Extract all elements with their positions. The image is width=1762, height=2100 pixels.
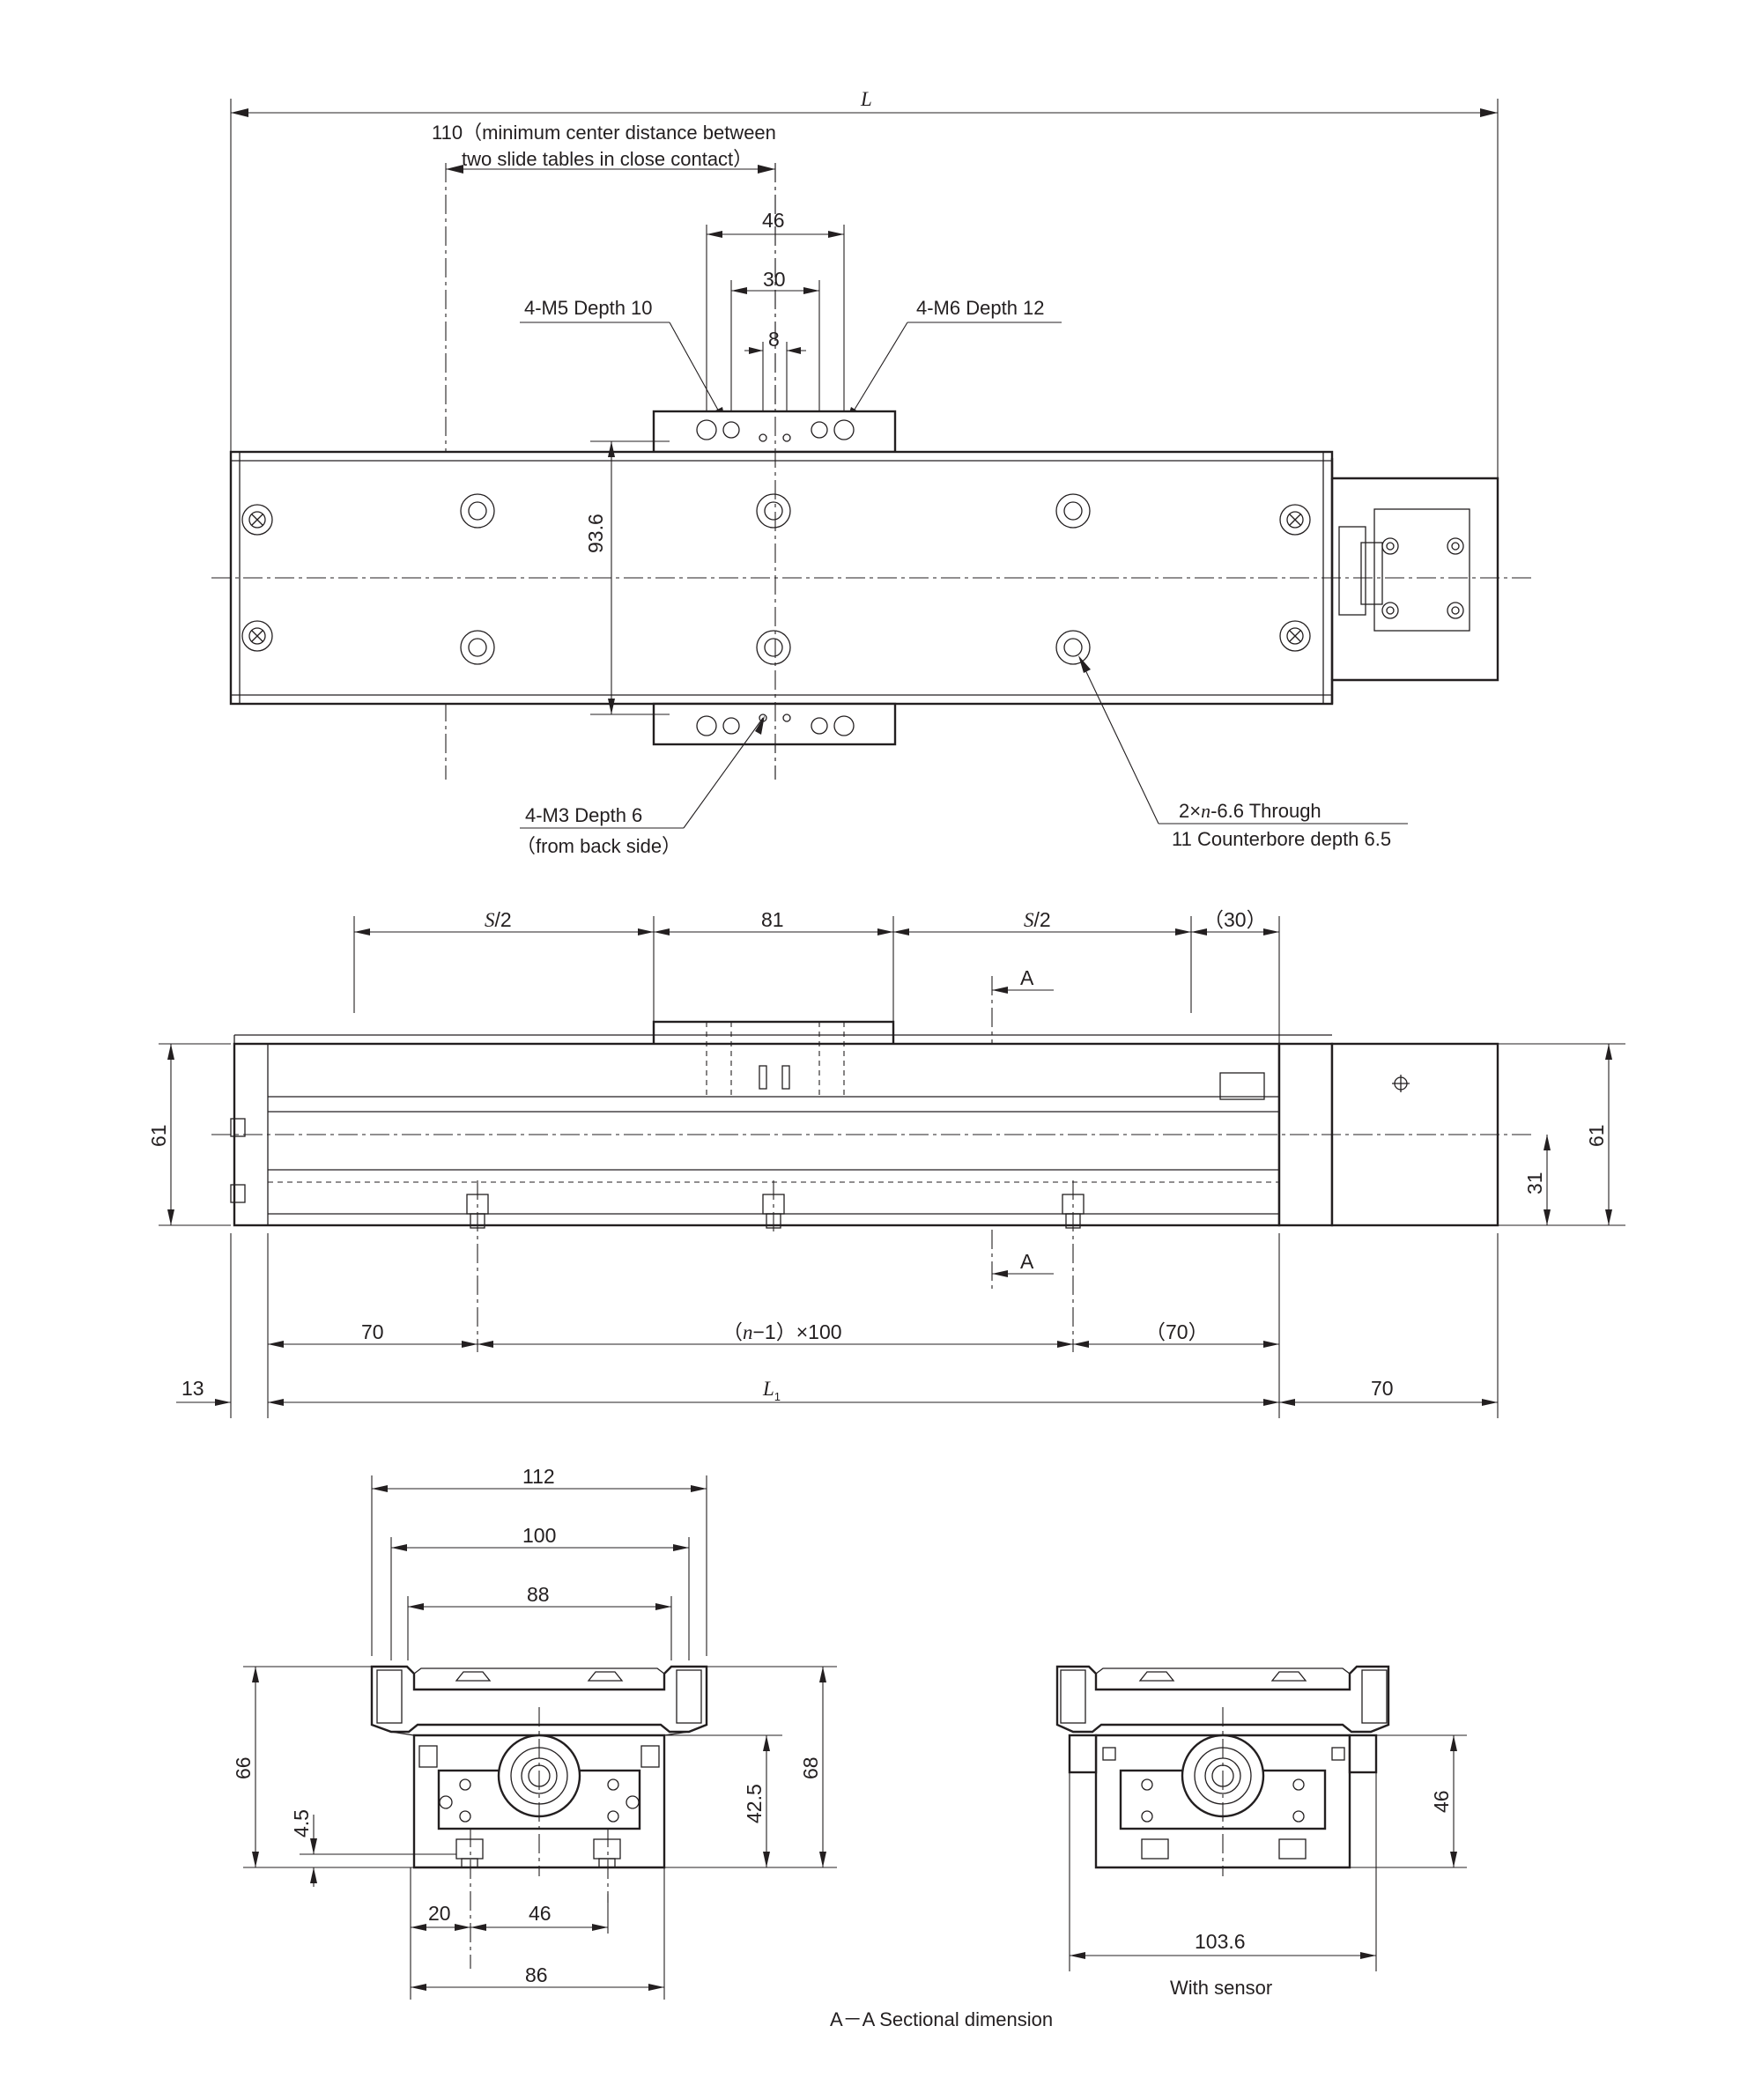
dim-4-5: 4.5 (290, 1809, 313, 1838)
sensor-caption: With sensor (1170, 1977, 1272, 1999)
dim-88: 88 (527, 1583, 550, 1606)
dim-46-top: 46 (762, 209, 785, 232)
dim-93-6: 93.6 (584, 514, 607, 553)
dim-70-right-paren: （70） (1145, 1320, 1209, 1343)
dim-70-left: 70 (361, 1320, 384, 1343)
callout-through-line2: 11 Counterbore depth 6.5 (1172, 828, 1391, 850)
dim-103-6: 103.6 (1195, 1930, 1246, 1953)
sensor-view: 46 103.6 With sensor (1055, 1665, 1467, 1999)
callout-m6: 4-M6 Depth 12 (916, 297, 1045, 319)
dim-46-section: 46 (529, 1902, 552, 1925)
dim-L1: L1 (762, 1378, 781, 1403)
dim-L: L (860, 88, 872, 110)
dim-42-5: 42.5 (743, 1784, 766, 1823)
callout-m3-line2: （from back side） (516, 835, 681, 857)
dim-81: 81 (761, 908, 784, 931)
dim-110-note-line1: 110（minimum center distance between (432, 122, 776, 144)
dim-110-note-line2: two slide tables in close contact） (462, 148, 752, 170)
dim-86: 86 (525, 1963, 548, 1986)
dim-61-right: 61 (1585, 1124, 1608, 1147)
dim-20: 20 (428, 1902, 451, 1925)
section-view: 112 100 88 (232, 1465, 837, 2000)
body-mounting-holes (241, 493, 1464, 665)
dim-100: 100 (522, 1524, 556, 1547)
callout-m3-line1: 4-M3 Depth 6 (525, 804, 642, 826)
dim-13: 13 (181, 1377, 204, 1400)
dim-70-motor: 70 (1371, 1377, 1394, 1400)
section-caption: A－A Sectional dimension (830, 2008, 1053, 2030)
dim-30-top: 30 (763, 268, 786, 291)
dim-61-left: 61 (147, 1124, 170, 1147)
dim-31: 31 (1523, 1172, 1546, 1194)
dim-66: 66 (232, 1756, 255, 1779)
dim-8-top: 8 (768, 328, 780, 351)
dim-s2-left: S/2 (485, 908, 512, 931)
dim-30-paren: （30） (1203, 908, 1267, 931)
dim-s2-right: S/2 (1024, 908, 1051, 931)
section-mark-top: A (1020, 966, 1034, 989)
dim-112: 112 (522, 1465, 555, 1488)
callout-m5: 4-M5 Depth 10 (524, 297, 653, 319)
callout-through-line1: 2×n-6.6 Through (1179, 800, 1322, 822)
dim-46-sensor: 46 (1430, 1790, 1453, 1813)
top-view: L 110（minimum center distance between tw… (211, 88, 1533, 857)
side-view: S/2 81 S/2 （30） A A (147, 908, 1625, 1418)
section-mark-bottom: A (1020, 1250, 1034, 1273)
dim-pitch: （n−1）×100 (722, 1320, 842, 1343)
dim-68: 68 (799, 1756, 822, 1779)
slide-table-holes (696, 419, 855, 736)
